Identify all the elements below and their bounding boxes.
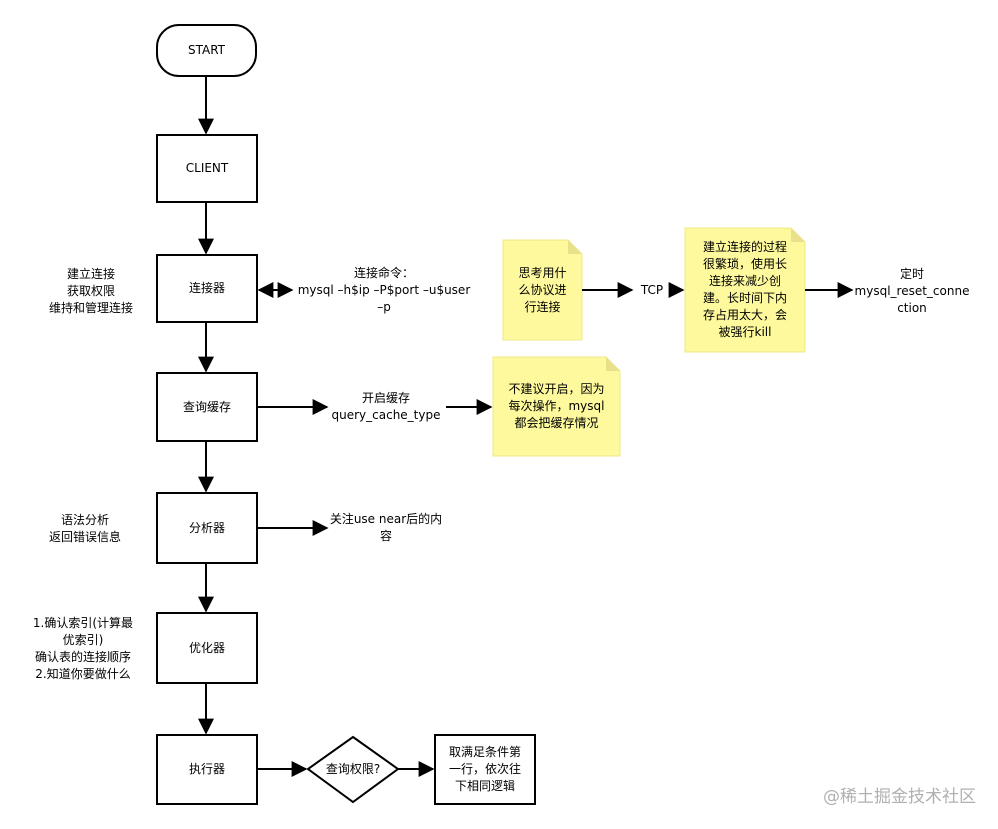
fetch-box [434,734,536,805]
decision-label: 查询权限? [325,761,381,776]
sticky-note-cache-advice [492,356,621,457]
client-box [156,134,258,203]
cache-box [156,372,258,442]
sticky-note-fold [568,240,582,254]
fetch-label: 取满足条件第 一行，依次往 下相同逻辑 [448,745,521,793]
sticky-note-fold [791,228,805,242]
focus-use-label: 关注use near后的内 容 [329,512,443,543]
watermark: @稀土掘金技术社区 [823,787,976,807]
long-conn-note-text: 建立连接的过程 很繁琐，使用长 连接来减少创 建。长时间下内 存占用太大，会 被… [702,240,787,339]
cache-label: 查询缓存 [182,399,231,414]
optimizer-label: 优化器 [188,640,225,655]
tcp-label: TCP [640,283,664,297]
sticky-note-fold [606,357,620,371]
connector-box [156,254,258,323]
sticky-note-long-conn [684,227,806,353]
client-label: CLIENT [185,161,229,175]
start-label: START [187,43,226,57]
executor-box [156,734,258,805]
cache-advice-note-text: 不建议开启，因为 每次操作，mysql 都会把缓存情况 [508,382,605,430]
open-cache-label: 开启缓存 query_cache_type [331,391,441,422]
connector-label: 连接器 [188,281,225,295]
connect-command-label: 连接命令： mysql –h$ip –P$port –u$user –p [297,266,471,314]
optimizer-side-note: 1.确认索引(计算最 优索引) 确认表的连接顺序 2.知道你要做什么 [32,616,134,681]
analyzer-label: 分析器 [188,520,225,535]
executor-label: 执行器 [188,762,225,776]
permission-decision [306,735,400,804]
protocol-note-text: 思考用什 么协议进 行连接 [518,265,567,314]
timer-label: 定时 mysql_reset_conne ction [854,267,970,315]
connector-side-note: 建立连接 获取权限 维持和管理连接 [48,267,133,315]
sticky-note-protocol [502,239,583,341]
analyzer-side-note: 语法分析 返回错误信息 [48,513,121,544]
